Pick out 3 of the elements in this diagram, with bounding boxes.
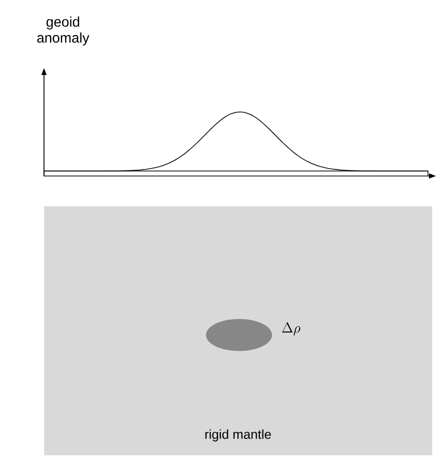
density-label: $\Delta\rho$ [282,322,300,336]
axis-label: geoid anomaly [37,16,90,46]
anomaly-ellipse [206,319,272,351]
